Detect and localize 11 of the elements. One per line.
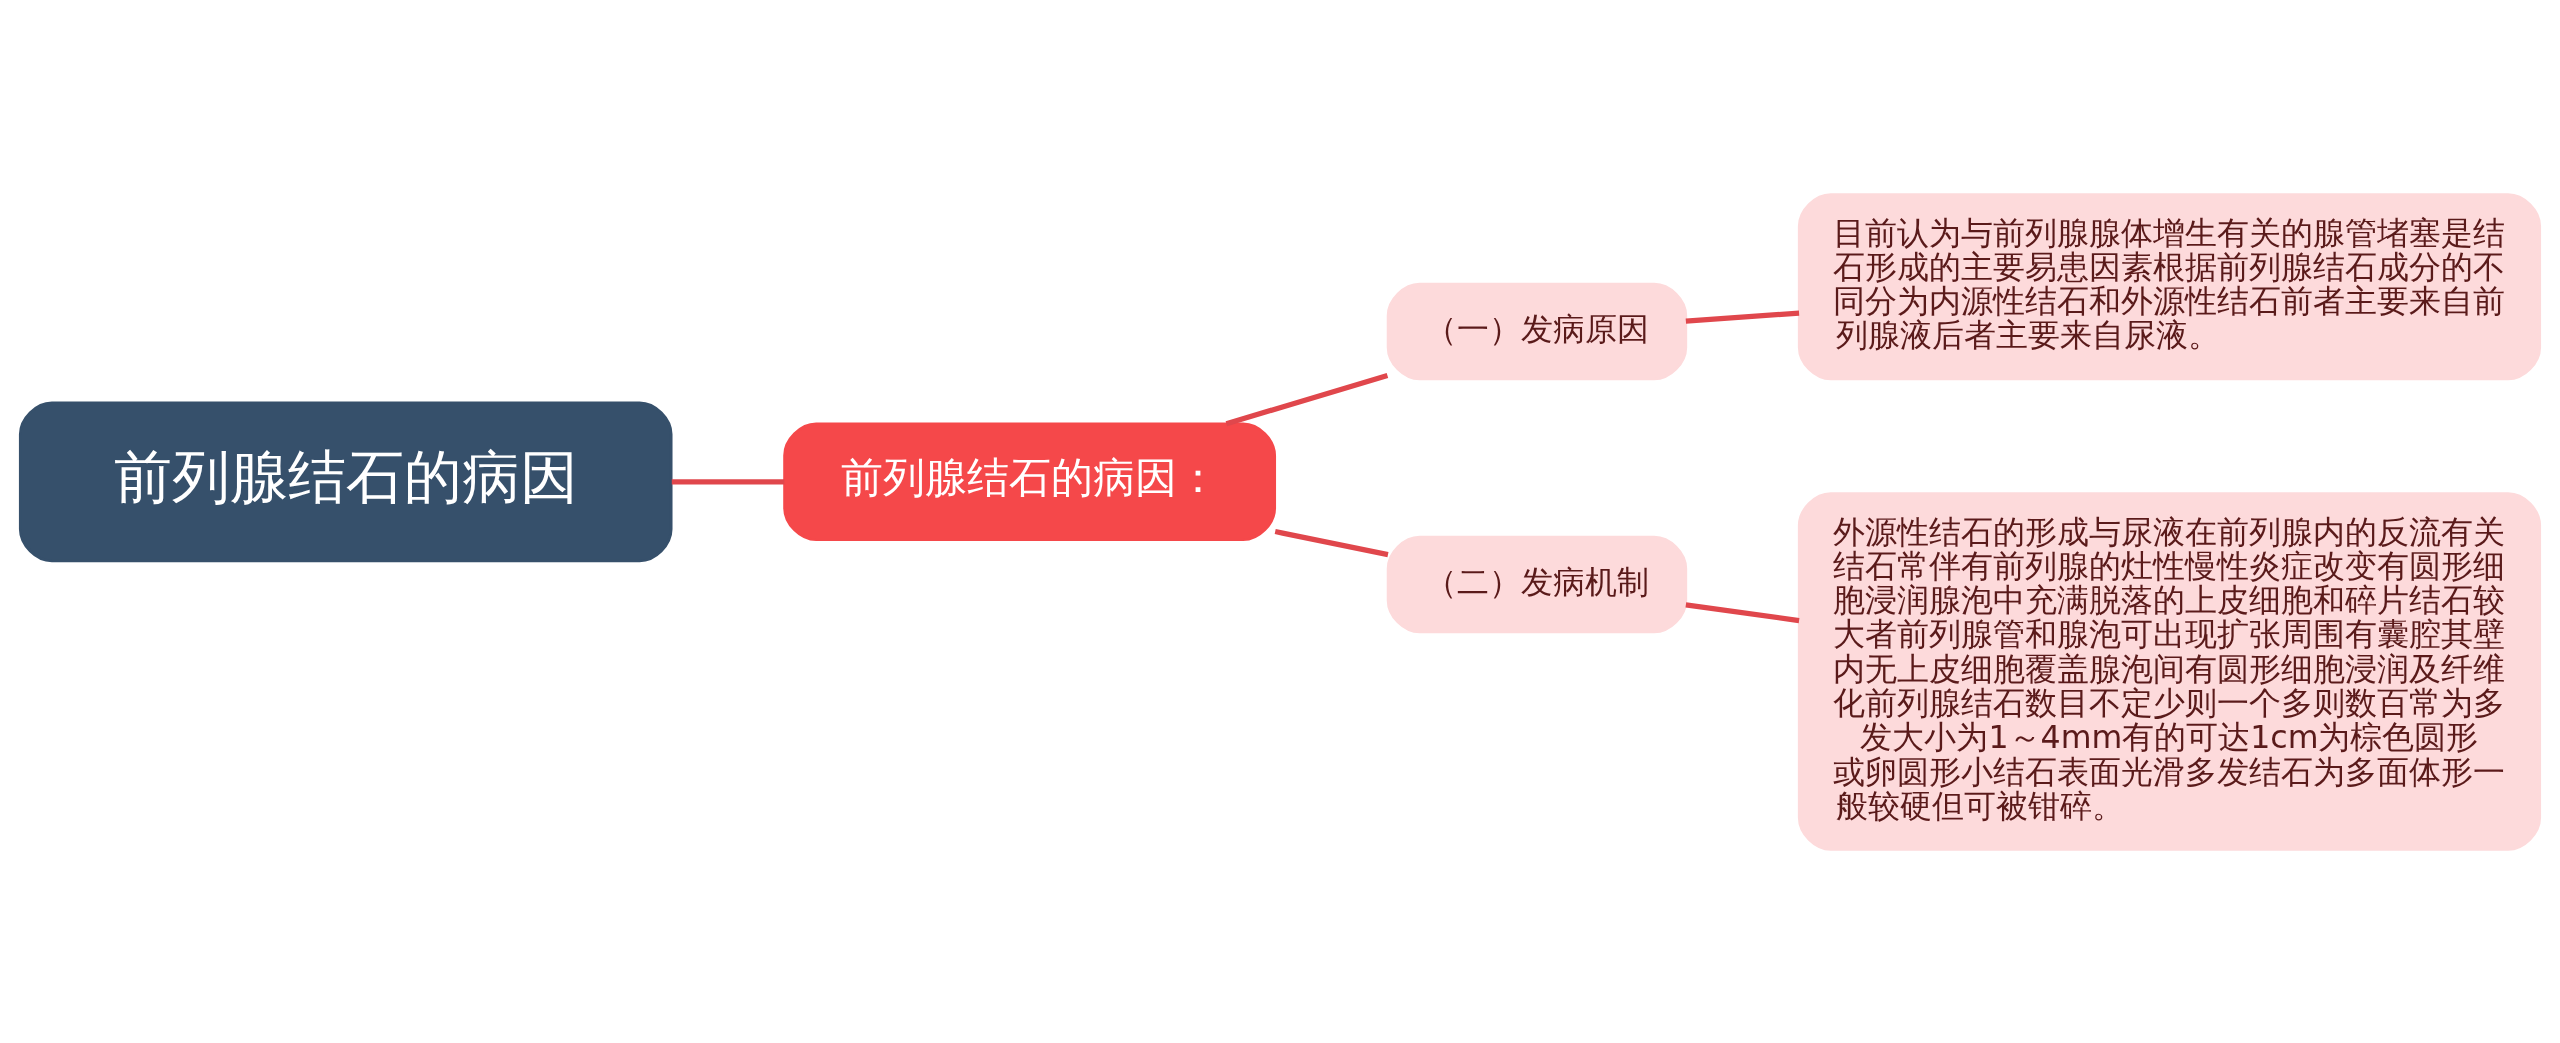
connector [1225, 372, 1389, 426]
connector [1685, 601, 1800, 623]
connector [1685, 309, 1800, 324]
node-box: 目前认为与前列腺腺体增生有关的腺管堵塞是结石形成的主要易患因素根据前列腺结石成分的不同分为内源性结石和外源性结石前者主要来自前列腺液后者主要来自尿液。 [1797, 192, 2542, 380]
node-box: 外源性结石的形成与尿液在前列腺内的反流有关结石常伴有前列腺的灶性慢性炎症改变有圆形细胞浸润腺泡中充满脱落的上皮细胞和碎片结石较大者前列腺管和腺泡可出现扩张周围有囊腔其壁内无上皮细胞覆盖腺泡间有圆形细胞浸润及纤维化前列腺结石数目不定少则一个多则数百常为多发大小为1～4mm有的可达1cm为棕色圆形或卵圆形小结石表面光滑多发结石为多面体形一般较硬但可被钳碎。 [1797, 491, 2542, 851]
connector [1274, 528, 1389, 557]
connector [671, 478, 785, 484]
node-box: （一）发病原因 [1386, 282, 1688, 380]
node-box: 前列腺结石的病因 [18, 400, 673, 562]
node-box: 前列腺结石的病因： [783, 422, 1277, 541]
node-box: （二）发病机制 [1386, 535, 1688, 633]
